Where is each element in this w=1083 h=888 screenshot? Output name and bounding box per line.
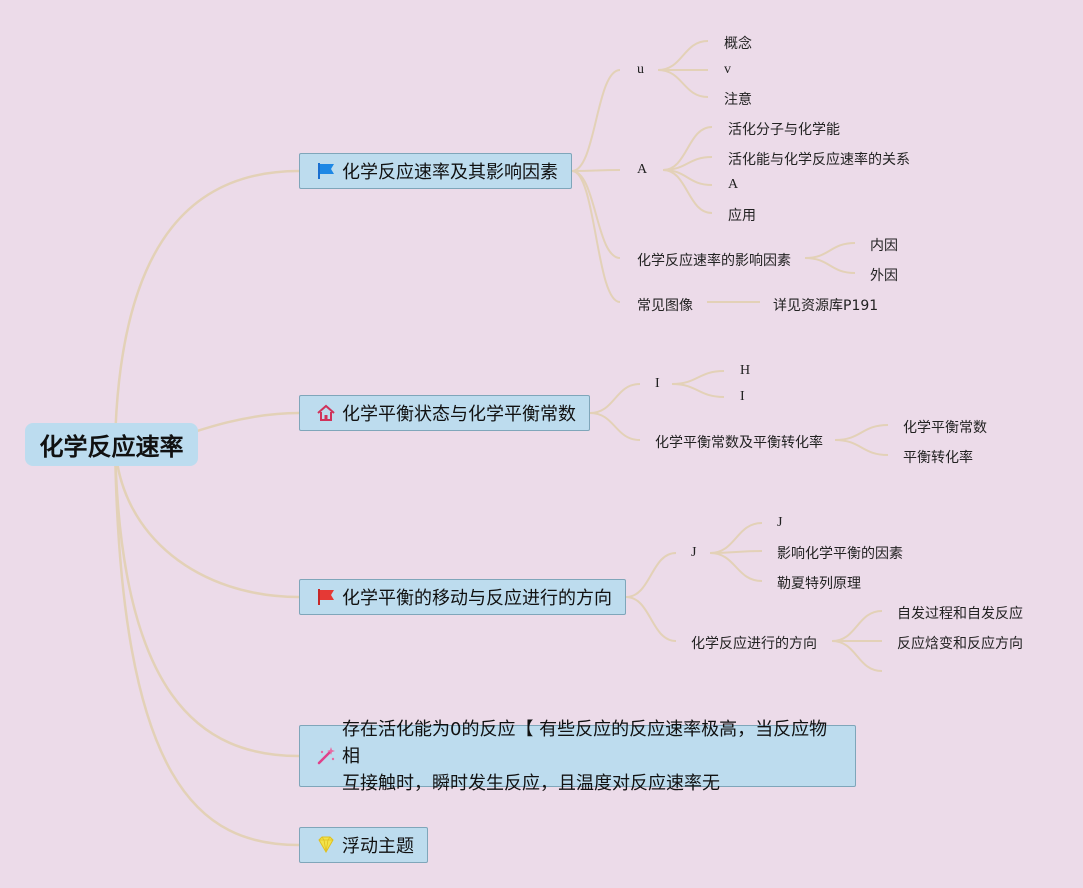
topic-label: 化学平衡状态与化学平衡常数 [342, 404, 576, 425]
red-flag-icon [316, 587, 336, 607]
t1-a [571, 169, 621, 172]
subtopic-u[interactable]: u [637, 62, 644, 77]
connector [831, 640, 883, 672]
leaf-le-chatelier[interactable]: 勒夏特列原理 [777, 576, 861, 592]
house-icon [316, 403, 336, 423]
topic-label: 化学反应速率及其影响因素 [342, 162, 558, 183]
leaf-enthalpy-direction[interactable]: 反应焓变和反应方向 [897, 636, 1023, 652]
leaf-h[interactable]: H [740, 363, 751, 378]
leaf-concept[interactable]: 概念 [724, 36, 752, 52]
subtopic-rate-factors[interactable]: 化学反应速率的影响因素 [637, 253, 791, 269]
lightbulb-icon [316, 835, 336, 855]
root-to-topic3 [113, 443, 300, 599]
leaf-activated-molecules[interactable]: 活化分子与化学能 [728, 122, 840, 138]
connector [804, 257, 856, 274]
t1-factors [571, 170, 621, 259]
connector [709, 552, 763, 582]
connector [804, 242, 856, 259]
subtopic-reaction-direction[interactable]: 化学反应进行的方向 [691, 636, 817, 652]
connector [662, 169, 713, 214]
leaf-external-cause[interactable]: 外因 [870, 268, 898, 284]
root-to-topic4 [113, 443, 300, 758]
root-topic-label: 化学反应速率 [39, 433, 184, 461]
leaf-conversion-rate[interactable]: 平衡转化率 [903, 450, 973, 466]
t2-const [589, 412, 641, 441]
connector [834, 424, 889, 441]
topic-label: 浮动主题 [342, 836, 414, 857]
root-topic[interactable]: 化学反应速率 [25, 423, 198, 466]
leaf-internal-cause[interactable]: 内因 [870, 238, 898, 254]
magic-wand-icon [316, 746, 336, 766]
subtopic-j[interactable]: J [691, 545, 697, 560]
topic-equilibrium-shift[interactable]: 化学平衡的移动与反应进行的方向 [299, 579, 626, 615]
topic-label-line2: 互接触时，瞬时发生反应，且温度对反应速率无 [342, 772, 720, 794]
connector [671, 370, 725, 385]
connector [709, 522, 763, 554]
topic-zero-activation-energy[interactable]: 存在活化能为0的反应【 有些反应的反应速率极高，当反应物相 互接触时，瞬时发生反… [299, 719, 856, 794]
leaf-a[interactable]: A [728, 177, 739, 192]
subtopic-common-graphs[interactable]: 常见图像 [637, 298, 693, 314]
connector [657, 40, 709, 71]
connector [657, 69, 709, 98]
leaf-i[interactable]: I [740, 389, 745, 404]
connector [831, 610, 883, 642]
root-to-topic5 [113, 443, 300, 847]
leaf-resource-ref[interactable]: 详见资源库P191 [773, 298, 879, 314]
leaf-equilibrium-constant[interactable]: 化学平衡常数 [903, 420, 987, 436]
blue-flag-icon [316, 161, 336, 181]
t1-u [571, 69, 621, 172]
leaf-spontaneous-process[interactable]: 自发过程和自发反应 [897, 606, 1023, 622]
leaf-equilibrium-factors[interactable]: 影响化学平衡的因素 [777, 546, 903, 562]
connector [834, 439, 889, 456]
subtopic-a[interactable]: A [637, 162, 648, 177]
topic-floating[interactable]: 浮动主题 [299, 827, 428, 863]
t3-j [625, 552, 677, 598]
leaf-v[interactable]: v [724, 62, 731, 77]
leaf-application[interactable]: 应用 [728, 208, 756, 224]
topic-label: 化学平衡的移动与反应进行的方向 [342, 588, 612, 609]
root-to-topic1 [113, 169, 300, 445]
topic-label-line1: 存在活化能为0的反应【 有些反应的反应速率极高，当反应物相 [342, 718, 828, 767]
leaf-j[interactable]: J [777, 515, 783, 530]
connector [671, 383, 725, 398]
subtopic-equilibrium-constant[interactable]: 化学平衡常数及平衡转化率 [655, 435, 823, 451]
topic-reaction-rate-factors[interactable]: 化学反应速率及其影响因素 [299, 153, 572, 189]
t3-direction [625, 596, 677, 642]
subtopic-i[interactable]: I [655, 376, 660, 391]
t1-graphs [571, 170, 621, 303]
topic-equilibrium-state[interactable]: 化学平衡状态与化学平衡常数 [299, 395, 590, 431]
leaf-notes[interactable]: 注意 [724, 92, 752, 108]
leaf-activation-energy-relation[interactable]: 活化能与化学反应速率的关系 [728, 152, 910, 168]
t2-i [589, 383, 641, 414]
